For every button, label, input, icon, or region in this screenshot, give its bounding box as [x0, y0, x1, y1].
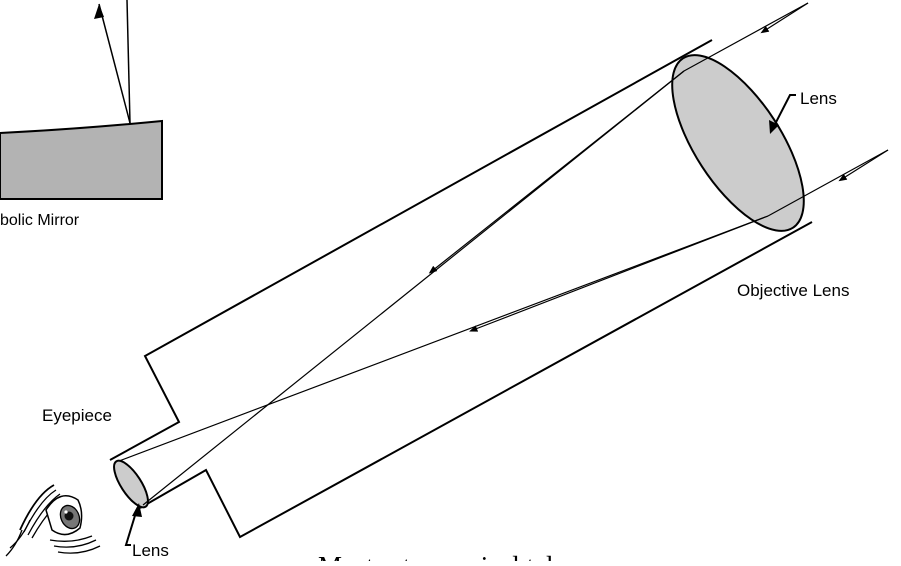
objective-lens-label: Objective Lens	[737, 281, 849, 300]
tube-upper-wall	[109, 39, 713, 461]
lens-bottom-pointer-head	[132, 503, 142, 517]
incoming-ray-vertical	[126, 0, 131, 124]
eyepiece-lens	[113, 459, 149, 509]
parabolic-mirror-fragment: bolic Mirror	[0, 0, 163, 229]
pupil	[64, 511, 74, 521]
lens-top-pointer-head	[769, 120, 779, 134]
incoming-ray-lower	[767, 149, 889, 217]
lens-top-pointer	[771, 94, 796, 131]
refracted-ray-b	[118, 215, 769, 462]
tube-lower-wall	[139, 221, 813, 539]
light-rays	[118, 2, 889, 506]
caption-text: Most astronomical telescopes are	[318, 551, 677, 561]
telescope-tube	[109, 39, 813, 539]
mirror-caption: bolic Mirror	[0, 212, 80, 229]
eye-icon	[5, 484, 101, 557]
incoming-ray-upper	[683, 2, 809, 72]
lens-bottom-pointer	[124, 508, 138, 546]
refracted-ray-a	[142, 70, 685, 506]
parabolic-mirror	[0, 119, 163, 200]
refracted-ray-a-arrow	[428, 70, 685, 274]
reflected-ray-arrowhead	[94, 4, 104, 19]
reflected-ray	[98, 3, 131, 124]
label-pointers	[124, 94, 796, 546]
lens-top-label: Lens	[800, 89, 837, 108]
incoming-ray-upper-arrow	[760, 2, 809, 34]
lens-bottom-label: Lens	[132, 541, 169, 560]
objective-lens	[671, 54, 805, 232]
refracted-ray-b-arrow	[469, 215, 769, 332]
incoming-ray-lower-arrow	[838, 149, 889, 182]
eyepiece-label: Eyepiece	[42, 406, 112, 425]
